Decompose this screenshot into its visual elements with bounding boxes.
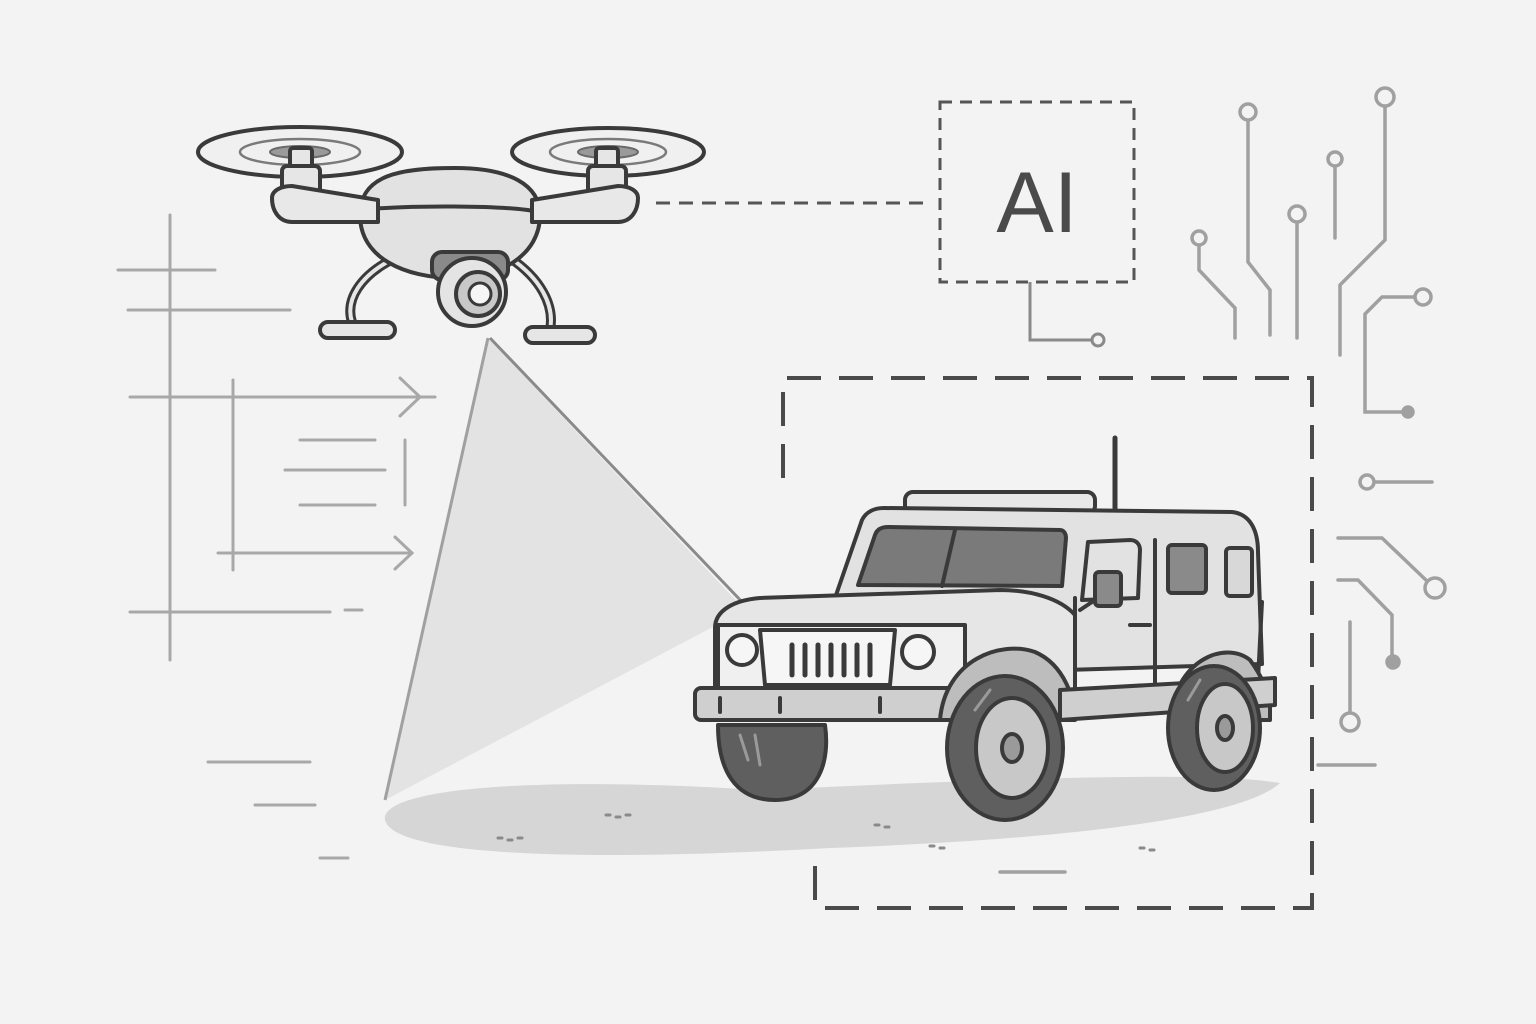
camera-view-cone xyxy=(383,336,747,801)
ai-box: AI xyxy=(938,100,1136,348)
detection-box xyxy=(781,376,1314,910)
drone-icon xyxy=(196,125,706,345)
circuit-icon xyxy=(998,86,1447,874)
ground-shadow xyxy=(384,776,1280,855)
vehicle-icon xyxy=(693,435,1277,822)
motion-lines xyxy=(116,213,437,860)
ai-label: AI xyxy=(996,155,1077,251)
